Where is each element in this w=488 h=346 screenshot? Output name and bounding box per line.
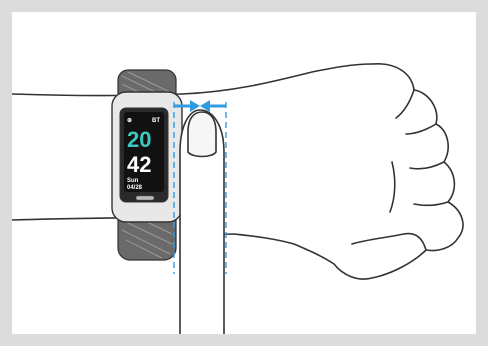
- finger-crease-2: [406, 124, 436, 134]
- touch-button: [136, 196, 154, 200]
- status-bluetooth: ⊕: [127, 118, 132, 124]
- thumb-line: [352, 234, 426, 250]
- wrist-band-illustration: ⊕ BT 20 42 Sun 04/28: [12, 12, 476, 334]
- arm-top-edge: [12, 64, 372, 96]
- time-minute: 42: [127, 152, 151, 177]
- status-battery: BT: [152, 118, 160, 124]
- finger-crease-1: [396, 90, 414, 118]
- time-hour: 20: [127, 127, 151, 152]
- weekday-label: Sun: [127, 178, 139, 184]
- index-finger: [180, 110, 224, 334]
- arm-outline: [12, 64, 463, 279]
- finger-crease-4: [414, 202, 448, 205]
- knuckle-line: [390, 162, 395, 212]
- fingernail: [188, 112, 216, 157]
- illustration-panel: ⊕ BT 20 42 Sun 04/28: [12, 12, 476, 334]
- date-label: 04/28: [127, 185, 143, 191]
- finger-crease-3: [410, 162, 444, 169]
